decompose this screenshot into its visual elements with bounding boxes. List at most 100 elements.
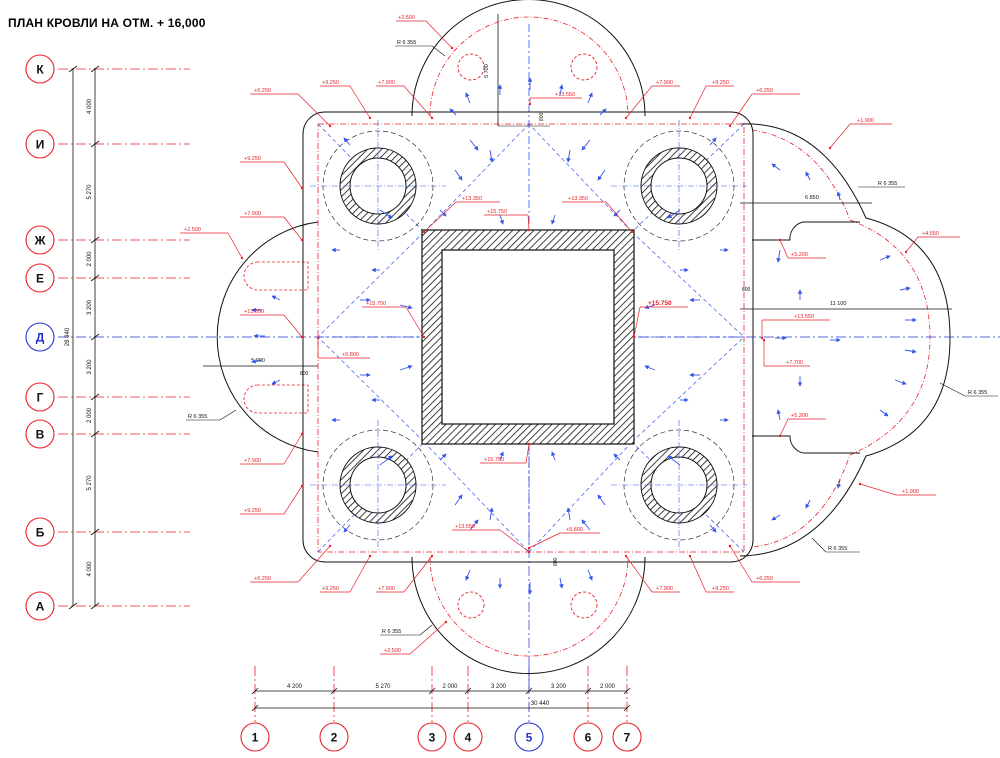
drain-arrow bbox=[836, 479, 842, 489]
level-value: +2.500 bbox=[384, 648, 401, 654]
drain-arrow bbox=[489, 507, 494, 521]
level-marker-right-1900-b: +1.900 bbox=[858, 482, 936, 496]
dim-top-800: 800 bbox=[539, 112, 545, 121]
drain-arrow bbox=[894, 379, 907, 385]
row-axis-label: Ж bbox=[34, 234, 46, 248]
level-marker-corner-6250-tl: +6.250 bbox=[250, 88, 332, 128]
radius-right-bottom: R 6 355 bbox=[828, 546, 847, 552]
drain-arrow bbox=[879, 409, 889, 417]
row-axis-bubble bbox=[25, 263, 55, 293]
drain-arrow bbox=[499, 451, 504, 461]
level-marker-drum-15750-l: +15.750 bbox=[362, 301, 426, 339]
level-marker-left-7900: +7.900 bbox=[240, 211, 304, 242]
level-marker-bot-9250-l: +9.250 bbox=[320, 554, 372, 593]
level-value: +7.900 bbox=[378, 586, 395, 592]
row-dim-label: 4 000 bbox=[87, 98, 93, 114]
level-marker-bot-apse: +2.500 bbox=[380, 620, 448, 655]
level-value: +13.550 bbox=[794, 314, 814, 320]
row-axis-label: И bbox=[36, 138, 45, 152]
col-axis-label: 2 bbox=[331, 731, 338, 745]
drain-arrow bbox=[613, 209, 621, 217]
level-value: +1.900 bbox=[857, 118, 874, 124]
radius-right-top: R 6 355 bbox=[878, 181, 897, 187]
level-marker-top-7900-l: +7.900 bbox=[376, 80, 434, 120]
level-marker-corner-6250-tr: +6.250 bbox=[728, 88, 800, 128]
level-value: +5.200 bbox=[791, 413, 808, 419]
tower-bottom-right bbox=[611, 420, 747, 552]
level-marker-drum-15750-t: +15.750 bbox=[484, 209, 531, 232]
drain-arrow bbox=[454, 494, 463, 506]
drain-arrow bbox=[836, 191, 842, 201]
drain-arrow bbox=[587, 569, 593, 581]
col-axis-bubble bbox=[612, 722, 642, 752]
level-marker-drum-15750-b: +15.750 bbox=[480, 442, 531, 464]
level-value: +6.250 bbox=[756, 576, 773, 582]
central-drum bbox=[421, 229, 635, 445]
level-value: +6.250 bbox=[756, 88, 773, 94]
radius-top: R 6 355 bbox=[397, 40, 416, 46]
drain-arrow bbox=[667, 209, 681, 219]
radius-left: R 6 355 bbox=[188, 414, 207, 420]
dim-right-6850: 6 850 bbox=[805, 195, 819, 201]
level-marker-corner-6250-br: +6.250 bbox=[728, 544, 800, 583]
level-marker-top-7900-r: +7.900 bbox=[624, 80, 680, 120]
row-dim-label: 3 200 bbox=[87, 359, 93, 375]
row-axis-label: Г bbox=[37, 391, 44, 405]
level-value: +13.550 bbox=[244, 309, 264, 315]
level-marker-left-9250: +9.250 bbox=[240, 156, 304, 190]
level-marker-drum-13350-r: +13.350 bbox=[562, 196, 634, 234]
drain-arrow bbox=[454, 169, 463, 181]
drain-arrow bbox=[879, 255, 891, 261]
row-total-label: 28 940 bbox=[65, 327, 71, 346]
level-marker-top-apse: +2.500 bbox=[396, 15, 454, 50]
row-axis-label: А bbox=[36, 600, 45, 614]
dim-right-11100: 11 100 bbox=[830, 301, 846, 307]
bottom-apse: 800 bbox=[411, 556, 646, 674]
radius-labels: R 6 355 R 6 355 R 6 355 R 6 355 R 6 355 … bbox=[186, 40, 998, 636]
level-value: +7.900 bbox=[378, 80, 395, 86]
level-marker-right-13550: +13.550 bbox=[760, 314, 830, 340]
row-axis-label: К bbox=[36, 63, 44, 77]
drain-arrow bbox=[439, 453, 447, 461]
level-value: +7.900 bbox=[244, 211, 261, 217]
drain-arrow bbox=[379, 209, 393, 219]
drain-arrow bbox=[439, 209, 447, 217]
level-marker-left-13550: +13.550 bbox=[240, 309, 304, 339]
row-axis-label: В bbox=[36, 428, 45, 442]
level-marker-drum-15750-r: +15.750 bbox=[632, 300, 688, 339]
row-dim-label: 3 200 bbox=[87, 299, 93, 315]
drain-arrow bbox=[771, 163, 781, 171]
drain-arrow bbox=[343, 137, 351, 146]
level-value: +9.250 bbox=[244, 508, 261, 514]
col-axis-bubble bbox=[240, 722, 270, 752]
level-value: +13.550 bbox=[455, 524, 475, 530]
level-value: +15.750 bbox=[484, 457, 504, 463]
drain-arrow bbox=[899, 286, 911, 291]
level-marker-right-5200-t: +5.200 bbox=[778, 238, 826, 259]
col-dim-label: 4 200 bbox=[287, 684, 303, 690]
col-dim-label: 3 200 bbox=[491, 684, 507, 690]
drain-arrow bbox=[709, 137, 717, 146]
radius-bottom: R 6 355 bbox=[382, 629, 401, 635]
drain-arrow bbox=[399, 365, 413, 371]
drain-arrow bbox=[399, 304, 413, 310]
row-axis-bubble bbox=[25, 517, 55, 547]
drain-arrow bbox=[559, 84, 564, 96]
level-value: +2.500 bbox=[398, 15, 415, 21]
level-value: +7.700 bbox=[786, 360, 803, 366]
row-axis-bubble bbox=[25, 225, 55, 255]
level-value: +15.750 bbox=[487, 209, 507, 215]
radius-right-mid: R 6 355 bbox=[968, 390, 987, 396]
level-value: +7.900 bbox=[656, 586, 673, 592]
level-marker-right-4550: +4.550 bbox=[904, 231, 960, 254]
row-axis-bubble bbox=[25, 322, 55, 352]
row-axis-bubble bbox=[25, 129, 55, 159]
drain-arrow bbox=[581, 519, 591, 531]
drain-arrow bbox=[559, 577, 564, 589]
level-value: +5.800 bbox=[566, 527, 583, 533]
drain-arrow bbox=[644, 304, 656, 310]
row-axis-bubble bbox=[25, 591, 55, 621]
drainage-arrows bbox=[251, 77, 917, 595]
